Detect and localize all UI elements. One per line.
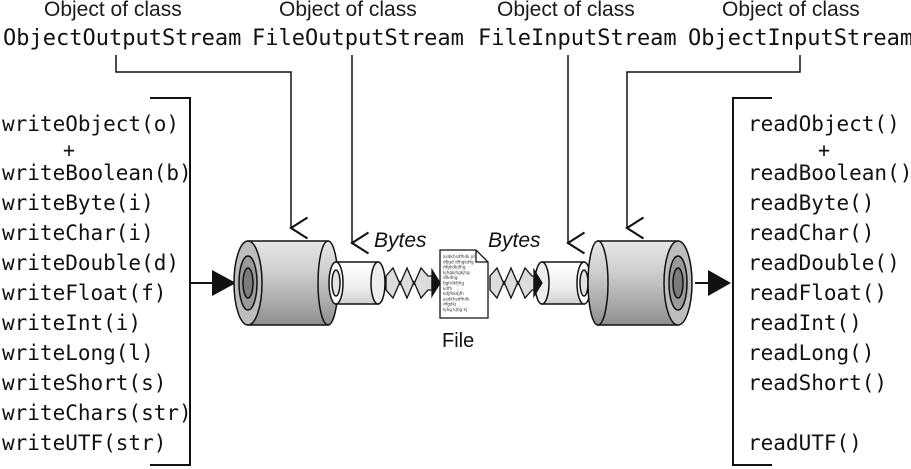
file-input-stream-cylinder [534, 261, 592, 305]
read-method: readShort() [748, 371, 888, 395]
bytes-stream-left [385, 266, 441, 300]
object-input-stream-cylinder [587, 240, 693, 326]
connector-oos [115, 55, 309, 240]
connector-ois [625, 55, 801, 240]
read-method: readObject() [748, 112, 900, 136]
write-method: writeChars(str) [2, 401, 192, 425]
header-ois-classname: ObjectInputStream [688, 26, 911, 51]
file-text-line: dfgdkj [443, 302, 456, 307]
file-label: File [442, 330, 475, 352]
read-method: readUTF() [748, 431, 862, 455]
file-text-line: fjghdkfjhg [443, 281, 464, 286]
right-output-arrow [695, 270, 731, 296]
file-text-line: kdjfhkdjfh [443, 291, 464, 296]
file-text-line: kdfh [443, 286, 453, 291]
read-method: readFloat() [748, 281, 888, 305]
file-text-line: dfkdhg [443, 275, 458, 280]
write-method: writeChar(i) [2, 221, 154, 245]
read-method: readChar() [748, 221, 875, 245]
left-input-arrow [190, 270, 236, 296]
read-method: readByte() [748, 191, 875, 215]
read-method: readLong() [748, 341, 875, 365]
read-method: readDouble() [748, 251, 900, 275]
object-output-stream-cylinder [233, 240, 339, 326]
header-fis-label: Object of class [497, 0, 635, 21]
file-text-line: asdkhsdfhdk jd [443, 254, 475, 259]
write-method: writeObject(o) [2, 112, 180, 136]
write-plus-sign: + [63, 138, 76, 162]
header-fos-classname: FileOutputStream [252, 26, 464, 51]
right-bracket [732, 97, 772, 466]
write-method: writeShort(s) [2, 371, 167, 395]
bytes-label-right: Bytes [488, 229, 541, 252]
file-text-line: asdkhsdfhdk [443, 296, 470, 301]
header-ois-label: Object of class [722, 0, 860, 21]
file-output-stream-cylinder [328, 261, 386, 305]
read-plus-sign: + [818, 138, 831, 162]
file-text-line: dfghdkjfhg [443, 265, 466, 270]
write-method: writeFloat(f) [2, 281, 167, 305]
bytes-stream-right [489, 266, 543, 300]
header-oos-label: Object of class [44, 0, 182, 21]
header-oos-classname: ObjectOutputStream [3, 26, 242, 51]
file-text-line: kjhg kjhg kj [443, 307, 467, 312]
file-text-line: dfjgd dfhgkdfg [443, 259, 474, 264]
file-document-icon [439, 249, 489, 319]
write-method: writeByte(i) [2, 191, 154, 215]
file-text-line: kjhgkjhgkjhg [443, 270, 470, 275]
write-method: writeUTF(str) [2, 431, 167, 455]
left-bracket [150, 97, 191, 466]
write-method: writeBoolean(b) [2, 161, 192, 185]
write-method: writeLong(l) [2, 341, 154, 365]
header-fis-classname: FileInputStream [478, 26, 677, 51]
read-method: readBoolean() [748, 161, 911, 185]
bytes-label-left: Bytes [374, 229, 427, 252]
write-method: writeDouble(d) [2, 251, 180, 275]
write-method: writeInt(i) [2, 311, 142, 335]
header-fos-label: Object of class [279, 0, 417, 21]
read-method: readInt() [748, 311, 862, 335]
